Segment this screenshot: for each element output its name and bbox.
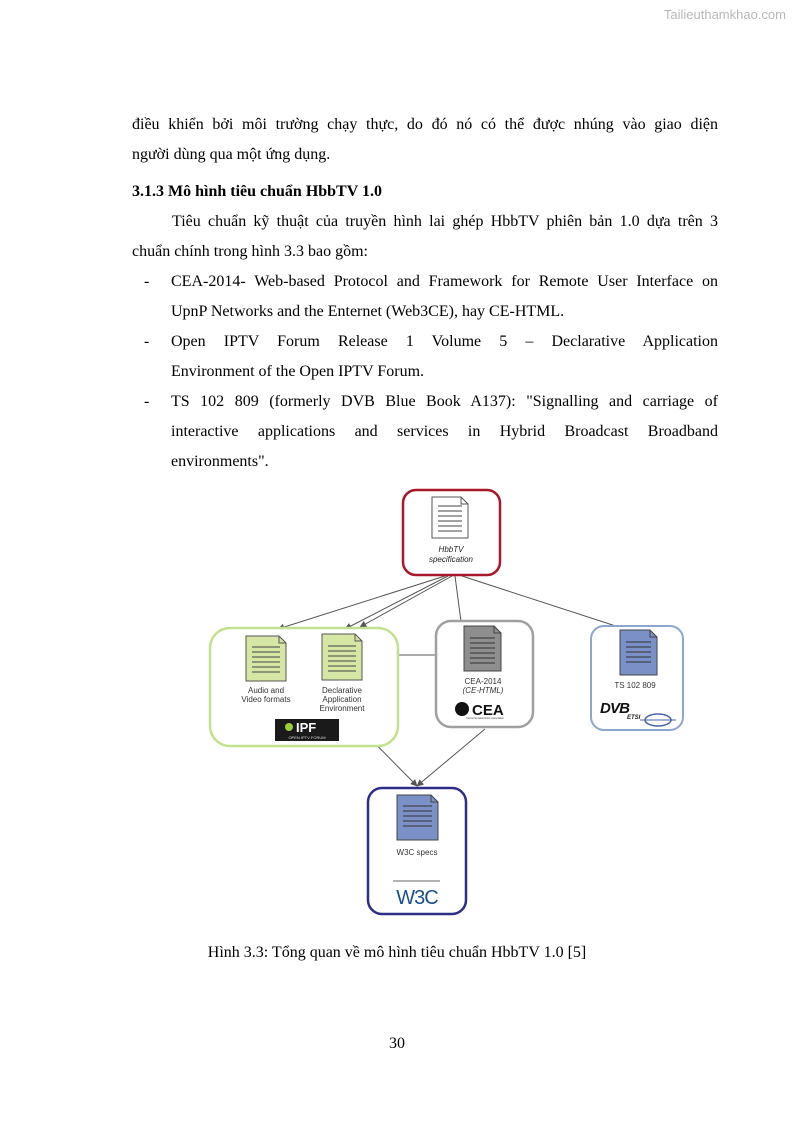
oipf-logo: IPF OPEN IPTV FORUM [275, 719, 339, 741]
list-item-line: CEA-2014- Web-based Protocol and Framewo… [171, 273, 718, 290]
bullet-dash: - [144, 333, 150, 350]
w3c-logo-text: W3C [396, 887, 438, 909]
arrow-hbbtv-to-declarative [344, 575, 449, 630]
section-paragraph-end: chuẩn chính trong hình 3.3 bao gồm: [132, 237, 718, 267]
watermark: Tailieuthamkhao.com [663, 7, 786, 22]
intro-line-2: người dùng qua một ứng dụng. [132, 146, 331, 163]
list-item: - CEA-2014- Web-based Protocol and Frame… [132, 267, 718, 327]
section-para-line-1: Tiêu chuẩn kỹ thuật của truyền hình lai … [172, 213, 718, 230]
dvb-node: TS 102 809 DVB ETSI [590, 625, 684, 731]
cea-label-2: (CE-HTML) [463, 686, 504, 695]
declarative-label-1: Declarative [322, 686, 363, 695]
document-icon [321, 633, 363, 681]
etsi-logo: ETSI [627, 713, 676, 727]
hbbtv-label-1: HbbTV [439, 545, 465, 554]
oipf-group-node: Audio and Video formats Declarative Appl… [208, 626, 400, 748]
audio-video-label-1: Audio and [248, 686, 284, 695]
document-icon [396, 794, 439, 841]
standards-list: - CEA-2014- Web-based Protocol and Frame… [132, 267, 718, 477]
list-item-line: Open IPTV Forum Release 1 Volume 5 – Dec… [171, 333, 718, 350]
w3c-logo: W3C [393, 880, 440, 909]
oipf-logo-subtext: OPEN IPTV FORUM [288, 735, 325, 740]
arrow-hbbtv-to-audio-video [277, 575, 446, 631]
oipf-logo-text: IPF [296, 720, 316, 735]
w3c-node: W3C specs W3C [366, 786, 468, 916]
page-number: 30 [389, 1035, 405, 1052]
w3c-label: W3C specs [397, 848, 438, 857]
list-item-line: environments". [171, 453, 269, 470]
bullet-dash: - [144, 393, 150, 410]
list-item-line: interactive applications and services in… [171, 423, 718, 440]
dvb-label: TS 102 809 [614, 681, 656, 690]
hbbtv-label-2: specification [429, 555, 474, 564]
list-item: - TS 102 809 (formerly DVB Blue Book A13… [132, 387, 718, 477]
document-icon [463, 625, 502, 672]
cea-node: CEA-2014 (CE-HTML) CEA Consumer Electron… [434, 619, 535, 729]
intro-paragraph: điều khiển bởi môi trường chạy thực, do … [132, 110, 718, 140]
figure-caption: Hình 3.3: Tổng quan về mô hình tiêu chuẩ… [207, 944, 587, 961]
list-item-line: TS 102 809 (formerly DVB Blue Book A137)… [171, 393, 718, 410]
intro-paragraph-end: người dùng qua một ứng dụng. [132, 140, 718, 170]
declarative-label-2: Application [322, 695, 361, 704]
arrow-hbbtv-to-dvb [461, 575, 629, 632]
arrow-cea-to-w3c [416, 728, 486, 787]
cea-logo-text: CEA [472, 702, 504, 719]
list-item-line: Environment of the Open IPTV Forum. [171, 363, 425, 380]
declarative-label-3: Environment [320, 704, 366, 713]
intro-line-1: điều khiển bởi môi trường chạy thực, do … [132, 116, 718, 133]
hbbtv-diagram-figure: HbbTV specification Audio and Video form… [200, 484, 700, 924]
document-icon [431, 496, 469, 539]
cea-logo: CEA Consumer Electronics Association [455, 702, 505, 720]
arrow-hbbtv-to-declarative-2 [359, 575, 453, 628]
section-heading: 3.1.3 Mô hình tiêu chuẩn HbbTV 1.0 [132, 183, 382, 200]
document-icon [245, 635, 287, 682]
section-para-line-2: chuẩn chính trong hình 3.3 bao gồm: [132, 243, 368, 260]
cea-label-1: CEA-2014 [465, 677, 502, 686]
cea-logo-subtext: Consumer Electronics Association [466, 717, 504, 720]
bullet-dash: - [144, 273, 150, 290]
audio-video-label-2: Video formats [241, 695, 290, 704]
etsi-logo-text: ETSI [627, 715, 641, 721]
section-paragraph: Tiêu chuẩn kỹ thuật của truyền hình lai … [132, 207, 718, 237]
dvb-logo: DVB [600, 700, 630, 717]
document-icon [619, 629, 658, 676]
hbbtv-spec-node: HbbTV specification [401, 488, 502, 577]
list-item-line: UpnP Networks and the Enternet (Web3CE),… [171, 303, 565, 320]
hbbtv-diagram: HbbTV specification Audio and Video form… [208, 488, 684, 916]
list-item: - Open IPTV Forum Release 1 Volume 5 – D… [132, 327, 718, 387]
